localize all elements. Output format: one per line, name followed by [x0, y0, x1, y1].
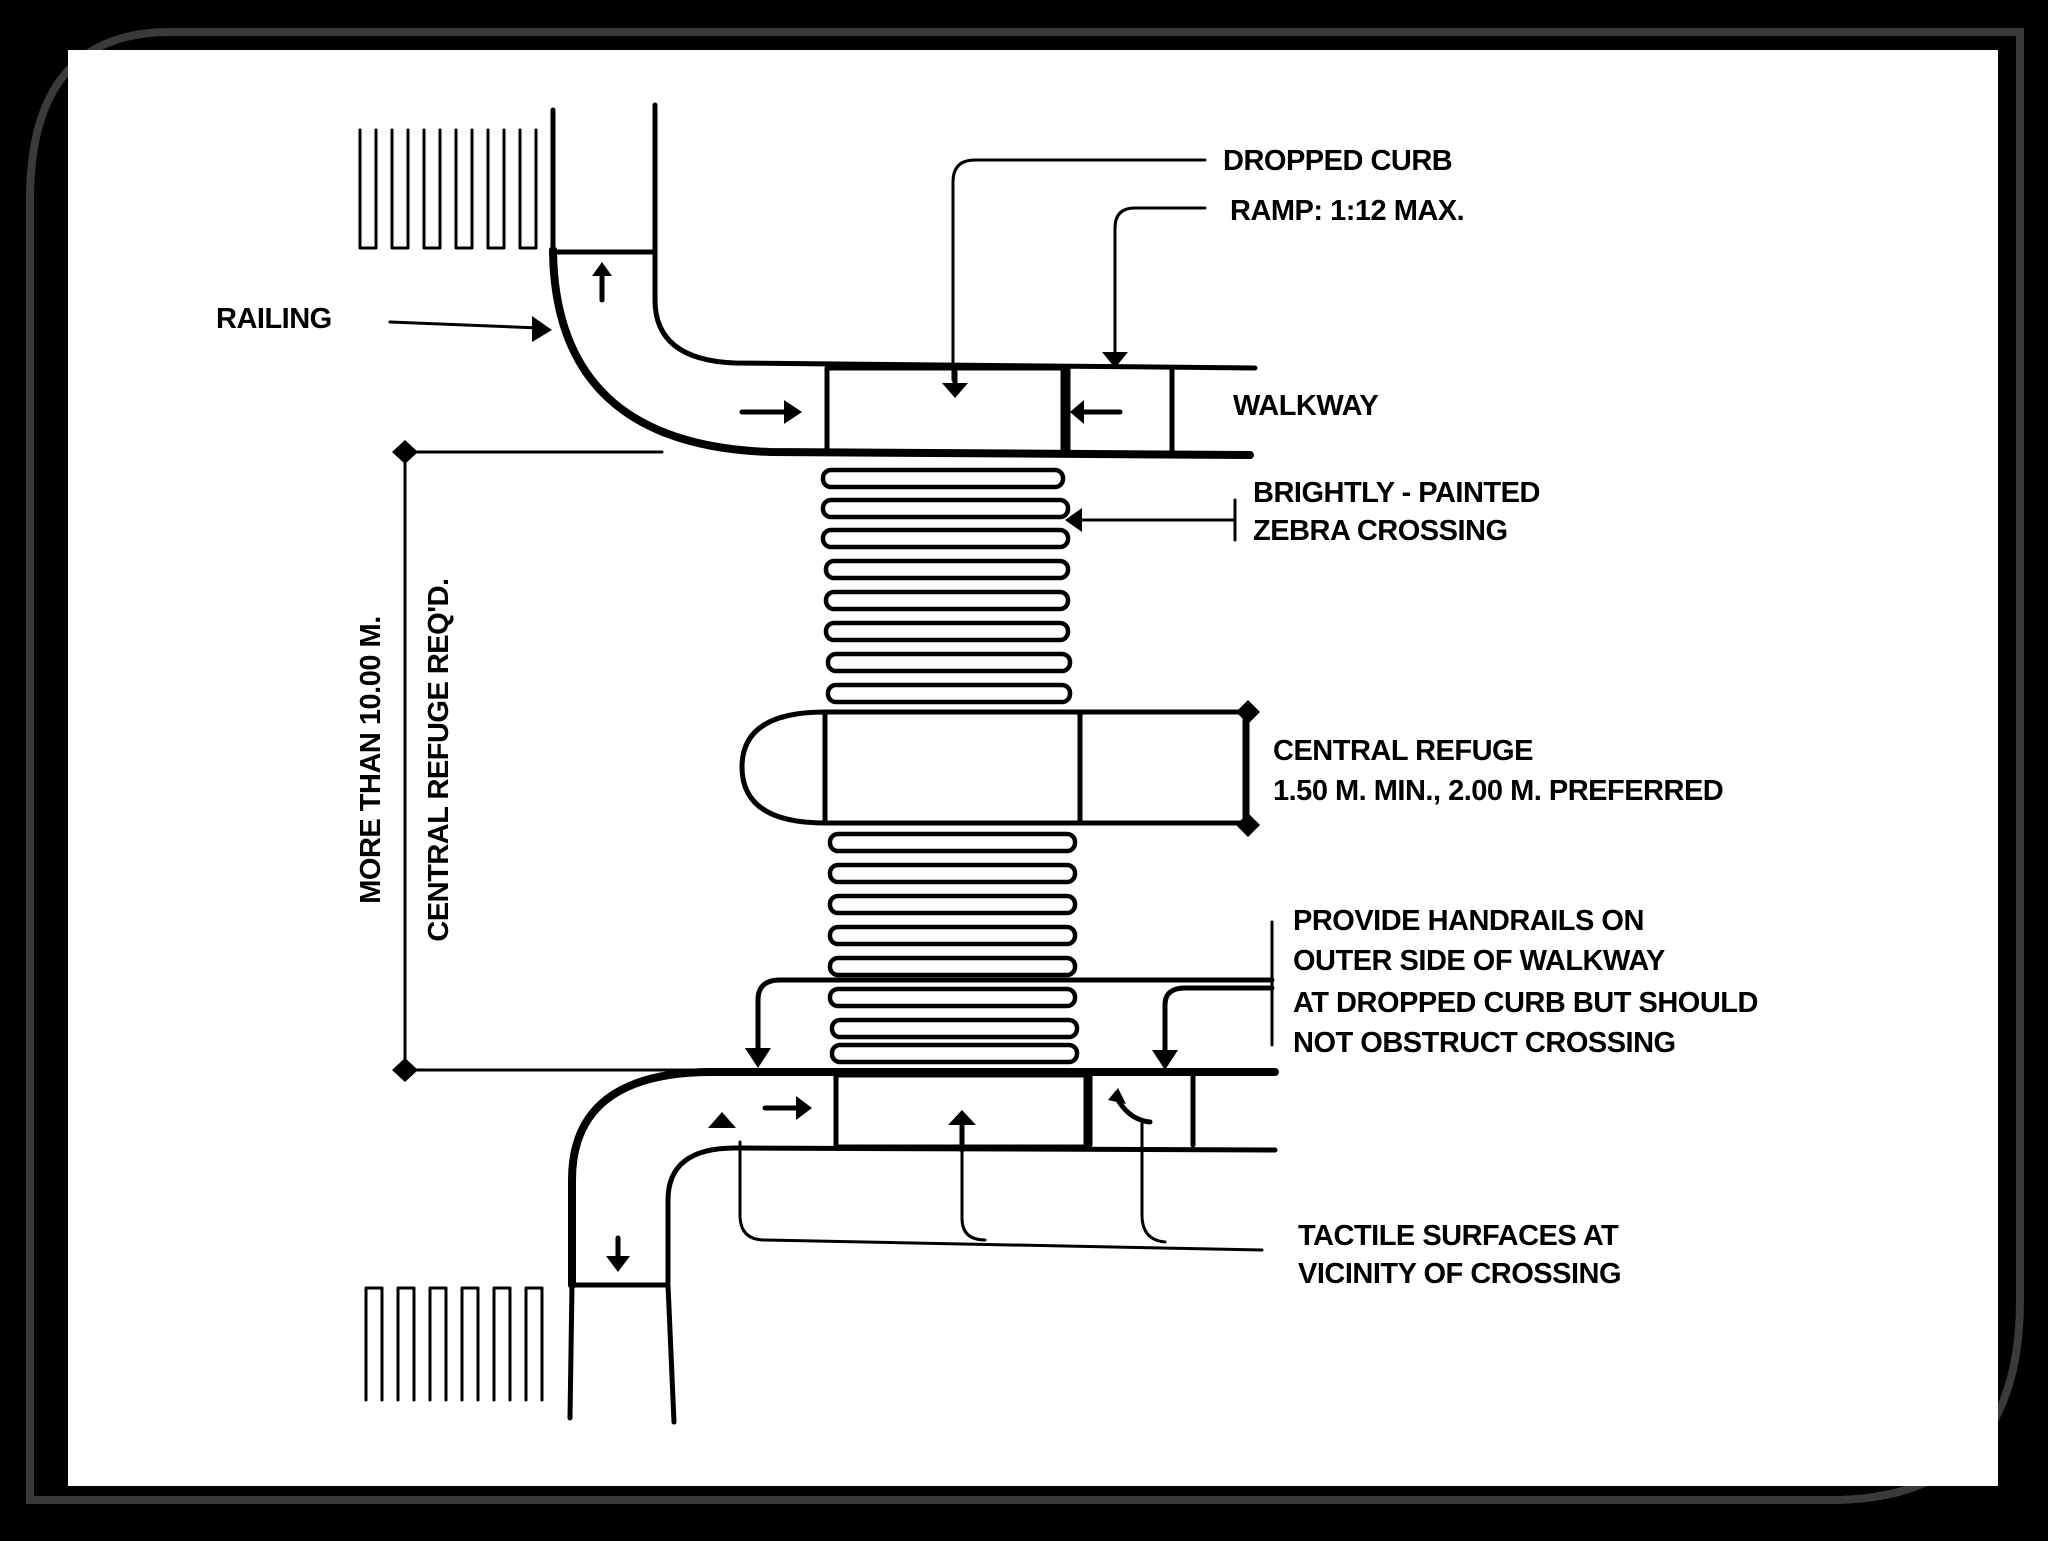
- label-ramp: RAMP: 1:12 MAX.: [1230, 195, 1464, 227]
- label-railing: RAILING: [216, 303, 332, 335]
- hatch-bottom-left: [364, 1286, 544, 1402]
- label-refuge-line1: CENTRAL REFUGE: [1273, 735, 1533, 767]
- hatch-top-left: [358, 128, 538, 250]
- label-dropped-curb: DROPPED CURB: [1223, 145, 1452, 177]
- leader-lines: [388, 158, 1264, 1252]
- dimension-text-group: MORE THAN 10.00 M.: [355, 616, 387, 904]
- label-walkway: WALKWAY: [1233, 390, 1378, 422]
- direction-arrows-top: [592, 262, 1123, 424]
- dropped-curb-top: [824, 365, 1066, 456]
- zebra-stripes-upper: [820, 467, 1073, 705]
- dimension-line: [392, 440, 714, 1082]
- label-zebra-line2: ZEBRA CROSSING: [1253, 515, 1508, 547]
- label-handrail-line3: AT DROPPED CURB BUT SHOULD: [1293, 987, 1758, 1019]
- label-tactile-line2: VICINITY OF CROSSING: [1298, 1258, 1621, 1290]
- label-dimension-line2: CENTRAL REFUGE REQ'D.: [423, 578, 455, 941]
- direction-arrows-bottom: [606, 1088, 1153, 1272]
- label-handrail-line4: NOT OBSTRUCT CROSSING: [1293, 1027, 1676, 1059]
- label-tactile-line1: TACTILE SURFACES AT: [1298, 1220, 1619, 1252]
- zebra-stripes-lower: [827, 831, 1080, 1065]
- handrails: [745, 920, 1275, 1070]
- label-handrail-line2: OUTER SIDE OF WALKWAY: [1293, 945, 1665, 977]
- dimension-text-group-2: CENTRAL REFUGE REQ'D.: [423, 578, 455, 941]
- label-zebra-line1: BRIGHTLY - PAINTED: [1253, 477, 1540, 509]
- label-dimension-line1: MORE THAN 10.00 M.: [355, 616, 387, 904]
- central-refuge: [739, 709, 1248, 826]
- top-sidewalk: [549, 102, 1258, 459]
- label-refuge-line2: 1.50 M. MIN., 2.00 M. PREFERRED: [1273, 775, 1723, 807]
- label-handrail-line1: PROVIDE HANDRAILS ON: [1293, 905, 1644, 937]
